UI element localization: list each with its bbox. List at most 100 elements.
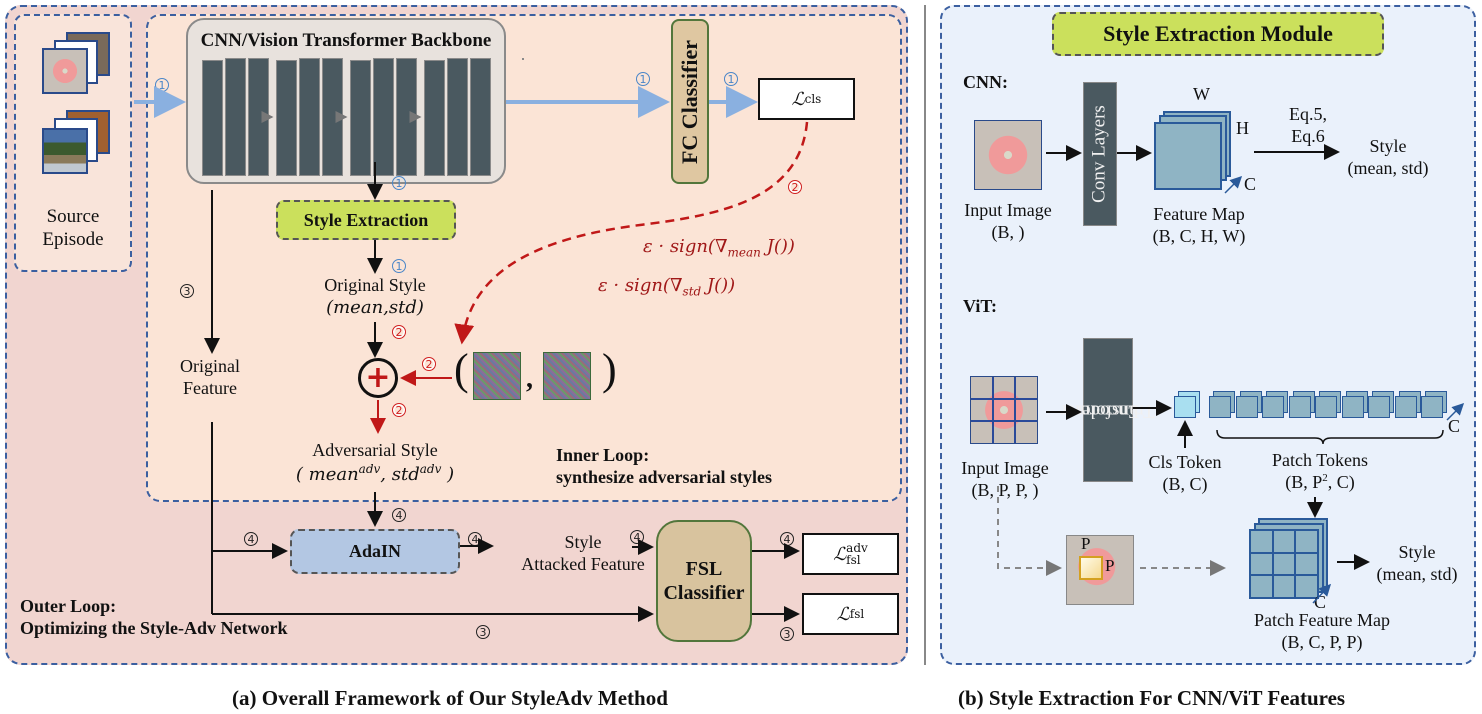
vit-input-line2: (B, P, P, ) <box>971 479 1039 500</box>
gradient-std-sub: std <box>682 284 702 299</box>
cnn-input-label: Input Image (B, ) <box>955 200 1061 243</box>
cnn-input-line1: Input Image <box>964 200 1052 220</box>
caption-a: (a) Overall Framework of Our StyleAdv Me… <box>232 686 668 710</box>
source-image-flower <box>42 48 88 94</box>
patch-token <box>1235 396 1258 418</box>
gradient-mean-sub: mean <box>727 245 761 260</box>
cls-token <box>1174 396 1196 418</box>
transformer-line2: Encoder <box>1076 400 1140 422</box>
loss-cls-symbol: ℒ <box>791 88 805 110</box>
fsl-classifier-line1: FSL <box>685 558 723 580</box>
backbone-layer <box>424 60 445 176</box>
backbone-layer <box>225 58 246 176</box>
gradient-mean-head: ε · sign(∇ <box>643 236 728 257</box>
fsl-classifier-line2: Classifier <box>663 582 745 604</box>
cls-token-line2: (B, C) <box>1162 473 1208 494</box>
loss-fsl-adv-sup: adv <box>846 541 868 555</box>
style-attacked-feature-label: Style Attacked Feature <box>518 532 648 575</box>
add-operator-icon: + <box>358 358 398 398</box>
patch-token <box>1262 396 1284 418</box>
backbone-block: CNN/Vision Transformer Backbone <box>186 18 506 184</box>
fc-classifier-label: FC Classifier <box>677 39 702 164</box>
vit-style-line2: (mean, std) <box>1376 563 1458 584</box>
patch-feature-map-front <box>1249 529 1319 599</box>
patch-tokens-dims-b: , C) <box>1327 471 1355 492</box>
patch-token <box>1315 396 1337 418</box>
patch-tokens-dims-a: (B, P <box>1285 471 1323 492</box>
gradient-std-head: ε · sign(∇ <box>598 275 683 296</box>
step-1-marker: 1 <box>155 78 169 92</box>
loss-fsl-adv-symbol: ℒ <box>833 543 847 565</box>
module-title-text: Style Extraction Module <box>1103 21 1333 46</box>
vit-input-image <box>970 376 1038 444</box>
adv-std: std <box>391 463 420 485</box>
patch-feature-map-label: Patch Feature Map (B, C, P, P) <box>1222 610 1422 653</box>
plus-symbol: + <box>365 360 391 395</box>
step-4-marker: 4 <box>468 532 482 546</box>
patch-fm-line2: (B, C, P, P) <box>1281 631 1363 652</box>
original-feature-line1: Original <box>180 356 240 376</box>
step-1-marker: 1 <box>392 176 406 190</box>
outer-loop-label: Outer Loop: Optimizing the Style-Adv Net… <box>20 596 287 639</box>
inner-loop-title: Inner Loop: <box>556 445 650 465</box>
cls-token-line1: Cls Token <box>1148 452 1222 472</box>
dim-c-label: C <box>1244 174 1257 194</box>
original-style-title: Original Style <box>324 275 426 295</box>
feature-map-line1: Feature Map <box>1153 204 1245 224</box>
inner-loop-desc: synthesize adversarial styles <box>556 466 772 487</box>
gradient-mean-tail: J()) <box>760 236 795 257</box>
patch-token <box>1288 396 1311 418</box>
style-attacked-line2: Attacked Feature <box>521 553 645 574</box>
vit-style-output: Style (mean, std) <box>1362 542 1472 585</box>
source-label-line1: Source <box>46 206 100 227</box>
step-2-marker: 2 <box>788 180 802 194</box>
backbone-layer <box>470 58 491 176</box>
loss-fsl-adv-sub: fsl <box>846 553 861 567</box>
dim-h-label: H <box>1236 118 1249 138</box>
equation-label: Eq.5, Eq.6 <box>1268 104 1348 147</box>
feature-map-line2: (B, C, H, W) <box>1152 225 1246 246</box>
patch-token <box>1368 396 1390 418</box>
patch-token <box>1341 396 1364 418</box>
backbone-layer <box>396 58 417 176</box>
style-extraction-label: Style Extraction <box>303 209 429 230</box>
original-feature-line2: Feature <box>183 377 237 398</box>
style-attacked-line1: Style <box>564 532 602 552</box>
step-3-marker: 3 <box>476 625 490 639</box>
cnn-input-image <box>974 120 1042 190</box>
vit-style-line1: Style <box>1398 542 1436 562</box>
step-3-marker: 3 <box>780 627 794 641</box>
gradient-std-tail: J()) <box>701 275 736 296</box>
source-label: Source Episode <box>16 206 130 252</box>
step-3-marker: 3 <box>180 284 194 298</box>
step-4-marker: 4 <box>630 530 644 544</box>
cls-token-label: Cls Token (B, C) <box>1135 452 1235 495</box>
cnn-style-line2: (mean, std) <box>1347 157 1429 178</box>
gradient-mean-formula: ε · sign(∇mean J()) <box>643 236 795 260</box>
original-feature-label: Original Feature <box>150 356 270 399</box>
adv-mean: mean <box>308 463 359 485</box>
outer-loop-desc: Optimizing the Style-Adv Network <box>20 617 288 638</box>
adv-std-sup: adv <box>419 461 442 476</box>
vit-input-label: Input Image (B, P, P, ) <box>950 458 1060 501</box>
caption-b: (b) Style Extraction For CNN/ViT Feature… <box>958 686 1346 710</box>
source-episode-box: Source Episode <box>14 14 132 272</box>
step-4-marker: 4 <box>392 508 406 522</box>
fsl-classifier: FSL Classifier <box>656 520 752 642</box>
backbone-layer <box>276 60 297 176</box>
source-image-landscape <box>42 128 88 174</box>
step-1-marker: 1 <box>636 72 650 86</box>
adversarial-style-label: Adversarial Style ( meanadv, stdadv ) <box>275 440 475 485</box>
backbone-layer <box>202 60 223 176</box>
patch-tokens-label: Patch Tokens (B, P2, C) <box>1250 450 1390 493</box>
fc-classifier: FC Classifier <box>671 19 709 184</box>
gradient-std-formula: ε · sign(∇std J()) <box>598 275 735 299</box>
cnn-label: CNN: <box>963 72 1008 92</box>
token-dim-c-label: C <box>1448 416 1461 436</box>
backbone-layer <box>350 60 371 176</box>
paren-open: ( <box>454 345 469 394</box>
step-1-marker: 1 <box>392 259 406 273</box>
step-4-marker: 4 <box>780 532 794 546</box>
